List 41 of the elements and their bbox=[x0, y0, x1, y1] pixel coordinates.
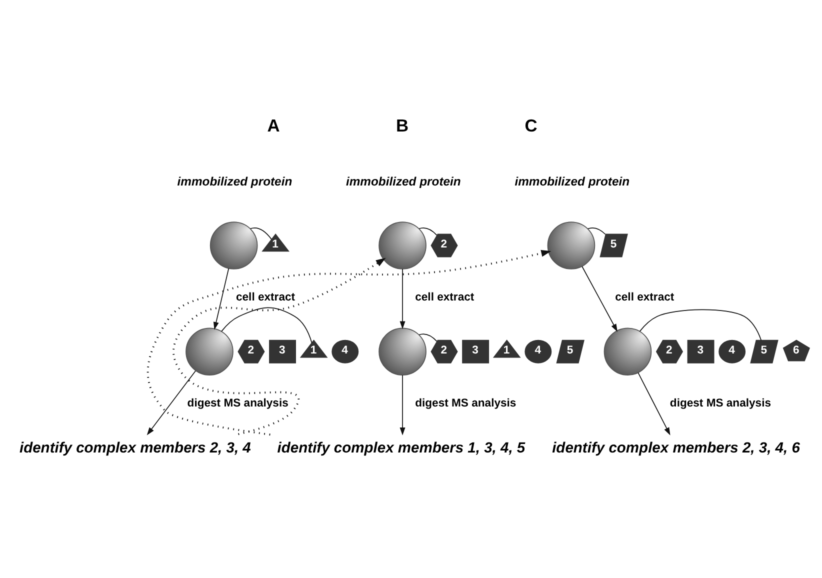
arrow bbox=[213, 268, 230, 330]
connector bbox=[418, 227, 438, 236]
edge-label: digest MS analysis bbox=[670, 398, 772, 410]
connector bbox=[639, 309, 762, 341]
node-text: identify complex members 2, 3, 4, 6 bbox=[552, 440, 800, 457]
arrow bbox=[146, 250, 552, 436]
node-ellipse: 4 bbox=[718, 340, 746, 364]
edge-label: cell extract bbox=[615, 292, 674, 304]
connector bbox=[250, 228, 272, 240]
label: immobilized protein bbox=[514, 174, 630, 188]
arrow bbox=[582, 266, 618, 332]
edge-label: cell extract bbox=[236, 292, 296, 304]
node-circle bbox=[378, 222, 426, 270]
node-ellipse: 4 bbox=[332, 340, 359, 364]
node-circle bbox=[186, 328, 234, 376]
node-box: 3 bbox=[269, 340, 296, 364]
connector bbox=[587, 227, 606, 235]
arrow bbox=[400, 374, 406, 436]
label: C bbox=[524, 116, 538, 136]
label: B bbox=[396, 116, 409, 136]
node-circle bbox=[378, 328, 426, 376]
label: A bbox=[267, 116, 280, 136]
node-box: 3 bbox=[462, 340, 490, 364]
node-circle bbox=[547, 222, 596, 270]
arrow bbox=[172, 258, 386, 436]
connector bbox=[221, 307, 312, 344]
node-text: identify complex members 1, 3, 4, 5 bbox=[277, 440, 526, 457]
arrow bbox=[638, 372, 670, 436]
arrow bbox=[400, 268, 406, 330]
arrow bbox=[146, 370, 196, 436]
node-circle bbox=[604, 328, 652, 376]
node-ellipse: 4 bbox=[524, 340, 552, 364]
edge-label: cell extract bbox=[415, 292, 474, 304]
label: immobilized protein bbox=[346, 174, 461, 188]
edge-label: digest MS analysis bbox=[415, 398, 516, 410]
node-box: 3 bbox=[687, 340, 714, 364]
label: immobilized protein bbox=[177, 174, 292, 188]
edge-label: digest MS analysis bbox=[187, 398, 288, 410]
connector bbox=[418, 334, 438, 342]
node-text: identify complex members 2, 3, 4 bbox=[19, 440, 251, 457]
node-circle bbox=[210, 222, 258, 270]
